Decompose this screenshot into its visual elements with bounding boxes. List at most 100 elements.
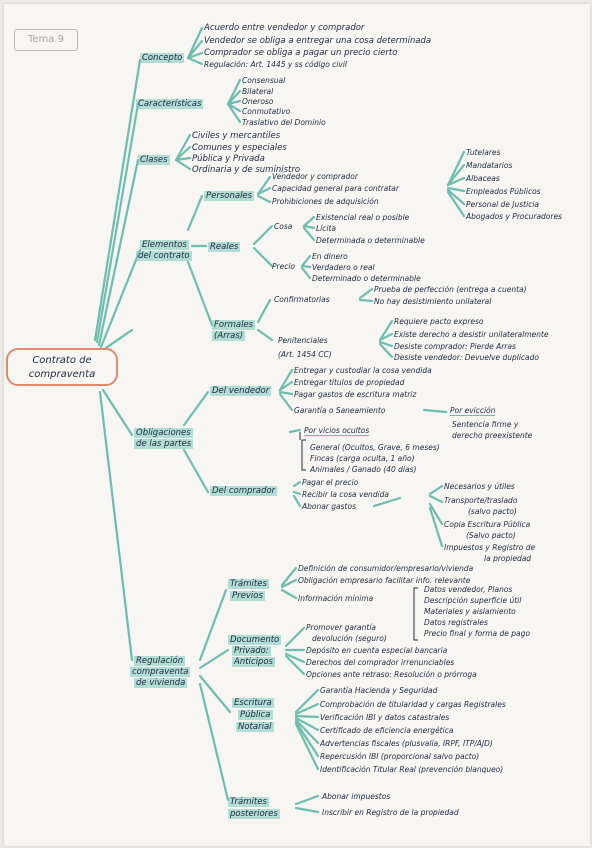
documento-item: devolución (seguro) bbox=[312, 634, 387, 643]
node-notarial: Notarial bbox=[236, 722, 274, 732]
documento-item: Opciones ante retraso: Resolución o prór… bbox=[306, 670, 477, 679]
node-regulacion: Regulación bbox=[134, 656, 186, 666]
node-documento-privado-sub: Privado: bbox=[232, 646, 271, 656]
vendedor-item: Pagar gastos de escritura matriz bbox=[294, 390, 417, 399]
central-topic: Contrato de compraventa bbox=[6, 348, 118, 386]
node-anticipos: Anticipos bbox=[232, 657, 275, 667]
node-tramites-previos-sub: Previos bbox=[230, 591, 265, 601]
gastos-item: (salvo pacto) bbox=[468, 507, 517, 516]
clase-item: Ordinaria y de suministro bbox=[192, 165, 301, 175]
info-minima-item: Precio final y forma de pago bbox=[424, 629, 530, 638]
precio-item: En dinero bbox=[312, 252, 348, 261]
vicios-item: Fincas (carga oculta, 1 año) bbox=[310, 454, 415, 463]
penitencial-item: Existe derecho a desistir unilateralment… bbox=[394, 330, 549, 339]
gastos-item: Copia Escritura Pública bbox=[444, 520, 531, 529]
caracteristica-item: Conmutativo bbox=[242, 107, 291, 116]
cosa-item: Lícita bbox=[316, 224, 337, 233]
node-caracteristicas: Características bbox=[136, 99, 204, 109]
cosa-item: Determinada o determinable bbox=[316, 236, 425, 245]
node-formales: Formales bbox=[212, 320, 256, 330]
eviccion-item: derecho preexistente bbox=[452, 431, 533, 440]
penitencial-item: Desiste comprador: Pierde Arras bbox=[394, 342, 516, 351]
node-obligaciones: Obligaciones bbox=[134, 428, 193, 438]
tramite-posterior-item: Inscribir en Registro de la propiedad bbox=[322, 808, 459, 817]
node-escritura-sub: Pública bbox=[238, 710, 273, 720]
node-documento-privado: Documento bbox=[228, 635, 282, 645]
prohibicion-item: Tutelares bbox=[466, 148, 501, 157]
info-minima-item: Materiales y aislamiento bbox=[424, 607, 516, 616]
prohibicion-item: Mandatarios bbox=[466, 161, 513, 170]
gastos-item: Necesarios y útiles bbox=[444, 482, 515, 491]
personales-item: Capacidad general para contratar bbox=[272, 184, 399, 193]
vendedor-item: Entregar títulos de propiedad bbox=[294, 378, 405, 387]
clase-item: Civiles y mercantiles bbox=[192, 131, 281, 141]
escritura-item: Repercusión IBI (proporcional salvo pact… bbox=[320, 752, 480, 761]
escritura-item: Verificación IBI y datos catastrales bbox=[320, 713, 450, 722]
comprador-item: Abonar gastos bbox=[302, 502, 356, 511]
prohibicion-item: Personal de Justicia bbox=[466, 200, 539, 209]
caracteristica-item: Consensual bbox=[242, 76, 286, 85]
info-minima-item: Descripción superficie útil bbox=[424, 596, 522, 605]
node-concepto: Concepto bbox=[140, 53, 185, 63]
concepto-item: Regulación: Art. 1445 y ss código civil bbox=[204, 60, 347, 69]
escritura-item: Identificación Titular Real (prevención … bbox=[320, 765, 504, 774]
node-confirmatorias: Confirmatorias bbox=[274, 295, 330, 304]
node-del-vendedor: Del vendedor bbox=[210, 386, 272, 396]
vendedor-item: Garantía o Saneamiento bbox=[294, 406, 386, 415]
central-topic-line2: compraventa bbox=[28, 369, 96, 380]
gastos-item: la propiedad bbox=[484, 554, 532, 563]
comprador-item: Pagar el precio bbox=[302, 478, 359, 487]
cosa-item: Existencial real o posible bbox=[316, 213, 410, 222]
notebook-page bbox=[4, 4, 590, 846]
prohibicion-item: Abogados y Procuradores bbox=[466, 212, 563, 221]
caracteristica-item: Bilateral bbox=[242, 87, 274, 96]
caracteristica-item: Oneroso bbox=[242, 97, 274, 106]
gastos-item: Transporte/traslado bbox=[444, 496, 518, 505]
node-vicios-ocultos: Por vicios ocultos bbox=[304, 426, 370, 436]
confirmatoria-item: No hay desistimiento unilateral bbox=[374, 297, 492, 306]
node-tramites-posteriores-sub: posteriores bbox=[228, 809, 280, 819]
node-penitenciales: Penitenciales bbox=[278, 336, 328, 345]
tramite-previo-item: Obligación empresario facilitar info. re… bbox=[298, 576, 471, 585]
clase-item: Pública y Privada bbox=[192, 154, 265, 164]
info-minima-item: Datos registrales bbox=[424, 618, 488, 627]
tramite-posterior-item: Abonar impuestos bbox=[322, 792, 391, 801]
penitenciales-ref: (Art. 1454 CC) bbox=[278, 350, 332, 359]
confirmatoria-item: Prueba de perfección (entrega a cuenta) bbox=[374, 285, 527, 294]
gastos-item: Impuestos y Registro de bbox=[444, 543, 536, 552]
node-precio: Precio bbox=[272, 262, 296, 271]
node-personales: Personales bbox=[204, 191, 255, 201]
node-obligaciones-sub: de las partes bbox=[134, 439, 194, 449]
precio-item: Verdadero o real bbox=[312, 263, 375, 272]
comprador-item: Recibir la cosa vendida bbox=[302, 490, 390, 499]
info-minima-item: Datos vendedor, Planos bbox=[424, 585, 513, 594]
documento-item: Promover garantía bbox=[306, 623, 377, 632]
node-cosa: Cosa bbox=[274, 222, 293, 231]
precio-item: Determinado o determinable bbox=[312, 274, 421, 283]
node-regulacion-sub: compraventa bbox=[130, 667, 191, 677]
escritura-item: Garantía Hacienda y Seguridad bbox=[320, 686, 438, 695]
prohibicion-item: Empleados Públicos bbox=[466, 187, 541, 196]
node-regulacion-sub2: de vivienda bbox=[134, 678, 188, 688]
personales-item: Vendedor y comprador bbox=[272, 172, 358, 181]
personales-item: Prohibiciones de adquisición bbox=[272, 197, 379, 206]
penitencial-item: Requiere pacto expreso bbox=[394, 317, 484, 326]
penitencial-item: Desiste vendedor: Devuelve duplicado bbox=[394, 353, 539, 362]
vicios-item: General (Ocultos, Grave, 6 meses) bbox=[310, 443, 440, 452]
documento-item: Derechos del comprador irrenunciables bbox=[306, 658, 455, 667]
node-arras: (Arras) bbox=[212, 331, 246, 341]
gastos-item: (Salvo pacto) bbox=[466, 531, 516, 540]
concepto-item: Vendedor se obliga a entregar una cosa d… bbox=[204, 36, 432, 46]
node-elementos: Elementos bbox=[140, 240, 189, 250]
caracteristica-item: Traslativo del Dominio bbox=[242, 118, 326, 127]
concepto-item: Comprador se obliga a pagar un precio ci… bbox=[204, 48, 398, 58]
node-eviccion: Por evicción bbox=[450, 406, 496, 416]
escritura-item: Comprobación de titularidad y cargas Reg… bbox=[320, 700, 506, 709]
eviccion-item: Sentencia firme y bbox=[452, 420, 519, 429]
node-del-comprador: Del comprador bbox=[210, 486, 278, 496]
documento-item: Depósito en cuenta especial bancaria bbox=[306, 646, 448, 655]
node-elementos-sub: del contrato bbox=[136, 251, 192, 261]
vendedor-item: Entregar y custodiar la cosa vendida bbox=[294, 366, 432, 375]
vicios-item: Animales / Ganado (40 días) bbox=[310, 465, 417, 474]
